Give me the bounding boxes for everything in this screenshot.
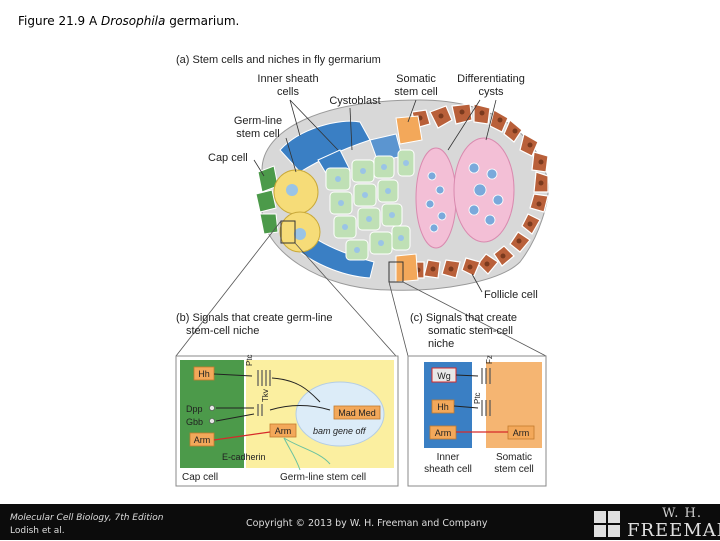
germarium-illustration [255, 99, 549, 291]
mad-med-label: Mad Med [338, 408, 376, 418]
panel-b-diagram: Hh Dpp Gbb Arm Arm Mad Med bam gene off … [175, 354, 399, 487]
signal-arrows-c [453, 374, 479, 409]
label-somatic-2: stem cell [394, 86, 437, 98]
hh-box-b [193, 366, 215, 381]
footer-copyright: Copyright © 2013 by W. H. Freeman and Co… [246, 518, 488, 529]
somatic-stem-cell-bottom [395, 253, 419, 283]
signal-arrows-b [213, 373, 331, 422]
fz-receptor-icon [481, 368, 491, 384]
gbb-label: Gbb [186, 417, 203, 427]
arm-label-b-left: Arm [194, 435, 211, 445]
title-suffix: germarium. [165, 14, 240, 28]
panel-a-leaders [253, 99, 497, 293]
logo-mark-icon [594, 511, 620, 537]
somatic-label-c-1: Somatic [496, 452, 532, 463]
ptc-label-b: Ptc [245, 354, 254, 366]
ptc-label-c: Ptc [473, 392, 482, 404]
panel-a-heading: (a) Stem cells and niches in fly germari… [176, 54, 381, 66]
germline-nucleus-2 [294, 228, 306, 240]
hh-label-b: Hh [198, 369, 210, 379]
label-somatic-1: Somatic [396, 73, 436, 85]
tkv-receptor-icon [257, 404, 263, 416]
publisher-logo: W. H. FREEMAN [594, 506, 720, 541]
germarium-figure: (a) Stem cells and niches in fly germari… [175, 54, 549, 487]
logo-text-top: W. H. [662, 506, 702, 521]
label-cap-cell: Cap cell [208, 152, 248, 164]
panel-a-labels: Inner sheath cells Cystoblast Somatic st… [208, 73, 538, 301]
panel-c-heading-3: niche [428, 338, 454, 350]
dpp-label: Dpp [186, 404, 203, 414]
gbb-ligand-icon [209, 418, 215, 424]
footer-authors: Lodish et al. [10, 526, 65, 536]
bam-label: bam gene off [313, 426, 367, 436]
label-differentiating-1: Differentiating [457, 73, 525, 85]
logo-text-bottom: FREEMAN [627, 520, 720, 541]
label-inner-sheath-1: Inner sheath [257, 73, 318, 85]
ptc-receptor-c-icon [481, 400, 491, 416]
zoom-lines [175, 220, 547, 357]
germline-nucleus-1 [286, 184, 298, 196]
arm-label-c-right: Arm [513, 428, 530, 438]
e-cadherin-junction [213, 431, 271, 441]
label-inner-sheath-2: cells [277, 86, 300, 98]
follicle-cells [409, 103, 549, 279]
panel-b-heading-2: stem-cell niche [186, 325, 259, 337]
footer-book-title: Molecular Cell Biology, 7th Edition [10, 513, 164, 523]
wg-label: Wg [437, 371, 451, 381]
dpp-ligand-icon [209, 405, 215, 411]
inner-sheath-upper [279, 120, 371, 173]
ptc-receptor-icon [257, 370, 271, 386]
label-germline-2: stem cell [236, 128, 279, 140]
label-germline-1: Germ-line [234, 115, 282, 127]
germline-stem-cell-label: Germ-line stem cell [280, 472, 366, 483]
mad-med-box [333, 405, 381, 420]
arm-label-c-left: Arm [435, 428, 452, 438]
inner-label-1: Inner [437, 452, 460, 463]
cystoblast-nuclei [335, 160, 409, 253]
title-prefix: Figure 21.9 A [18, 14, 102, 28]
tkv-label: Tkv [261, 389, 270, 402]
hh-label-c: Hh [437, 402, 449, 412]
panel-c-heading-1: (c) Signals that create [410, 312, 517, 324]
somatic-stem-cell-top [395, 115, 423, 145]
inset-box-c [388, 261, 404, 283]
arm-label-b-right: Arm [275, 426, 292, 436]
label-cystoblast: Cystoblast [329, 95, 380, 107]
e-cadherin-label: E-cadherin [222, 452, 266, 462]
label-follicle-cell: Follicle cell [484, 289, 538, 301]
panel-b-heading-1: (b) Signals that create germ-line [176, 312, 333, 324]
cap-cells [255, 165, 279, 235]
panel-c-heading-2: somatic stem-cell [428, 325, 513, 337]
cyst-nuclei [425, 162, 504, 233]
slide-title: Figure 21.9 A Drosophila germarium. [18, 14, 239, 28]
panel-c-diagram: Wg Hh Arm Arm Fz Ptc Inner sheath cell S… [407, 355, 547, 487]
arm-box-b-right [269, 423, 297, 438]
somatic-label-c-2: stem cell [494, 464, 533, 475]
title-italic: Drosophila [101, 14, 166, 28]
cap-cell-label-b: Cap cell [182, 472, 218, 483]
inner-label-2: sheath cell [424, 464, 472, 475]
cytoskeleton-lines [283, 437, 331, 471]
inset-box-b [280, 220, 296, 244]
label-differentiating-2: cysts [478, 86, 504, 98]
fz-label: Fz [485, 355, 494, 364]
differentiating-cyst-1 [415, 147, 457, 249]
